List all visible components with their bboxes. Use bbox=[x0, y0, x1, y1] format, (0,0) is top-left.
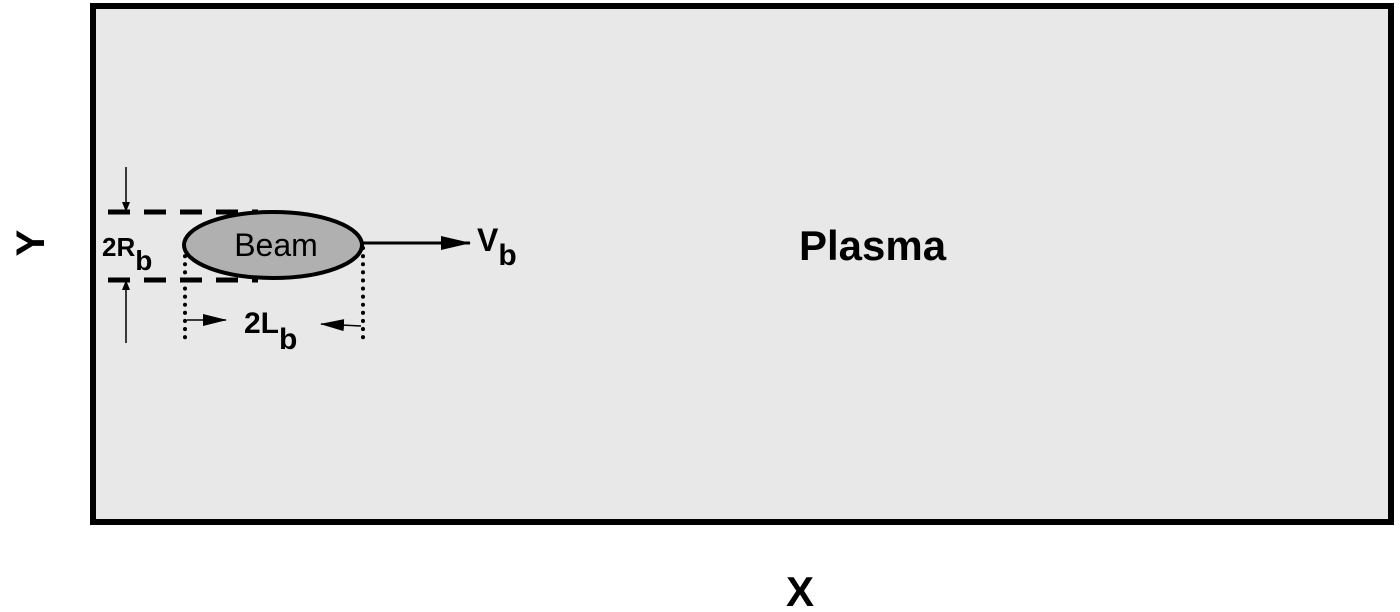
x-axis-label: X bbox=[786, 568, 814, 612]
beam-label: Beam bbox=[234, 227, 318, 263]
length-dimension-label: 2Lb bbox=[244, 307, 297, 356]
velocity-label: Vb bbox=[477, 222, 517, 272]
y-axis-label: Y bbox=[9, 229, 53, 256]
plasma-label: Plasma bbox=[799, 222, 947, 269]
length-right-arrow-icon bbox=[320, 319, 362, 332]
beam-ellipse bbox=[182, 210, 364, 280]
radius-dimension-label: 2Rb bbox=[102, 232, 152, 276]
